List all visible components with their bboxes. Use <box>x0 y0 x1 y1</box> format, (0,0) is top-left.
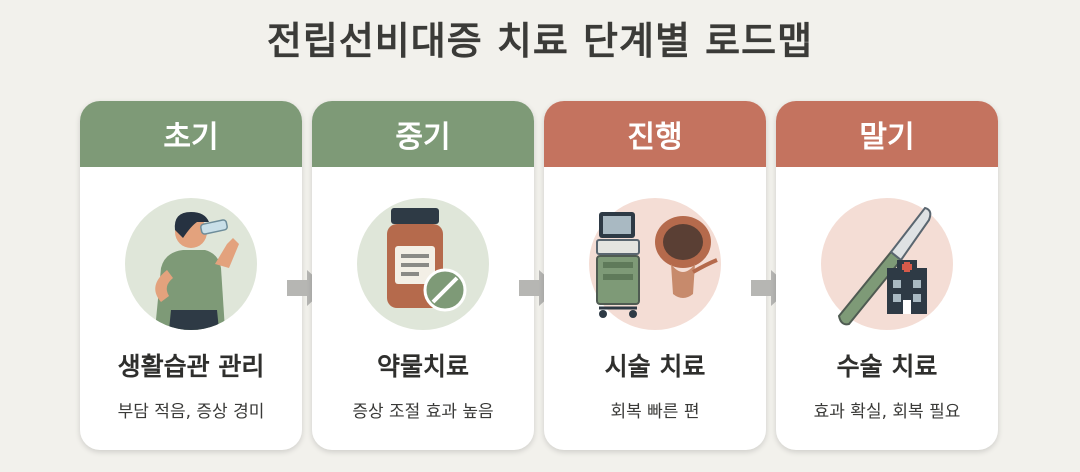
stage-header-late: 말기 <box>776 101 998 167</box>
stage-treatment-advanced: 시술 치료 <box>604 352 706 381</box>
stage-desc-mid: 증상 조절 효과 높음 <box>352 402 494 422</box>
stage-header-advanced: 진행 <box>544 101 766 167</box>
stage-desc-advanced: 회복 빠른 편 <box>610 402 700 422</box>
medical-device-prostate-icon <box>589 198 721 330</box>
stage-card-early: 초기 생활습관 관리 부담 적음, 증상 경미 <box>80 101 302 450</box>
stage-treatment-early: 생활습관 관리 <box>117 352 265 381</box>
stage-treatment-late: 수술 치료 <box>836 352 938 381</box>
stage-card-mid: 중기 약물치료 증상 조절 효과 높음 <box>312 101 534 450</box>
scalpel-hospital-icon <box>821 198 953 330</box>
stage-card-advanced: 진행 시술 치료 회복 빠른 편 <box>544 101 766 450</box>
stage-desc-early: 부담 적음, 증상 경미 <box>117 402 265 422</box>
stage-card-late: 말기 수술 치료 효과 확실, 회복 필요 <box>776 101 998 450</box>
stage-treatment-mid: 약물치료 <box>376 352 469 381</box>
stage-header-early: 초기 <box>80 101 302 167</box>
pill-bottle-icon <box>357 198 489 330</box>
stage-desc-late: 효과 확실, 회복 필요 <box>813 402 961 422</box>
man-drinking-water-icon <box>125 198 257 330</box>
page-title: 전립선비대증 치료 단계별 로드맵 <box>266 19 814 63</box>
stage-header-mid: 중기 <box>312 101 534 167</box>
